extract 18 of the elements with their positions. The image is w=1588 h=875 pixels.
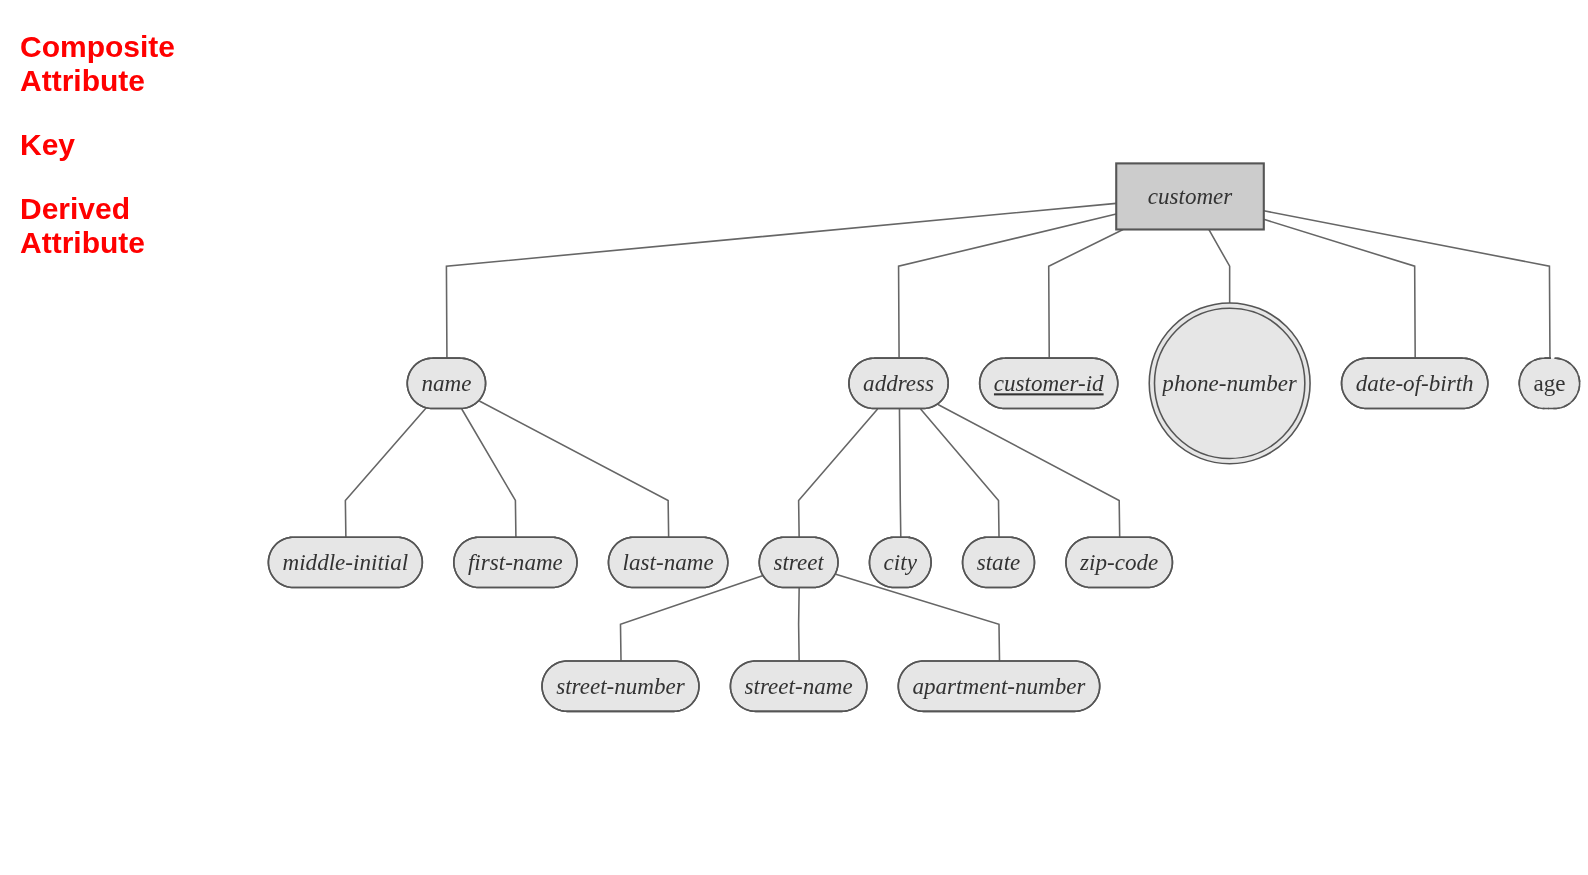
connector — [1263, 218, 1416, 360]
connector — [344, 407, 427, 539]
connector — [1263, 210, 1551, 360]
connector — [460, 408, 517, 539]
connector — [937, 403, 1121, 539]
connector — [835, 573, 1001, 663]
connector — [478, 400, 670, 539]
annotation-text: Key — [20, 128, 77, 162]
connector — [919, 408, 1000, 539]
connector — [898, 408, 902, 539]
connector — [797, 408, 879, 539]
connector — [797, 587, 800, 663]
node-box: customer — [1115, 162, 1265, 231]
annotation-text: Derived Attribute — [20, 192, 146, 260]
connector — [897, 213, 1117, 360]
connector — [445, 202, 1117, 360]
annotation-text: Composite Attribute — [20, 30, 176, 98]
connector — [619, 574, 764, 663]
